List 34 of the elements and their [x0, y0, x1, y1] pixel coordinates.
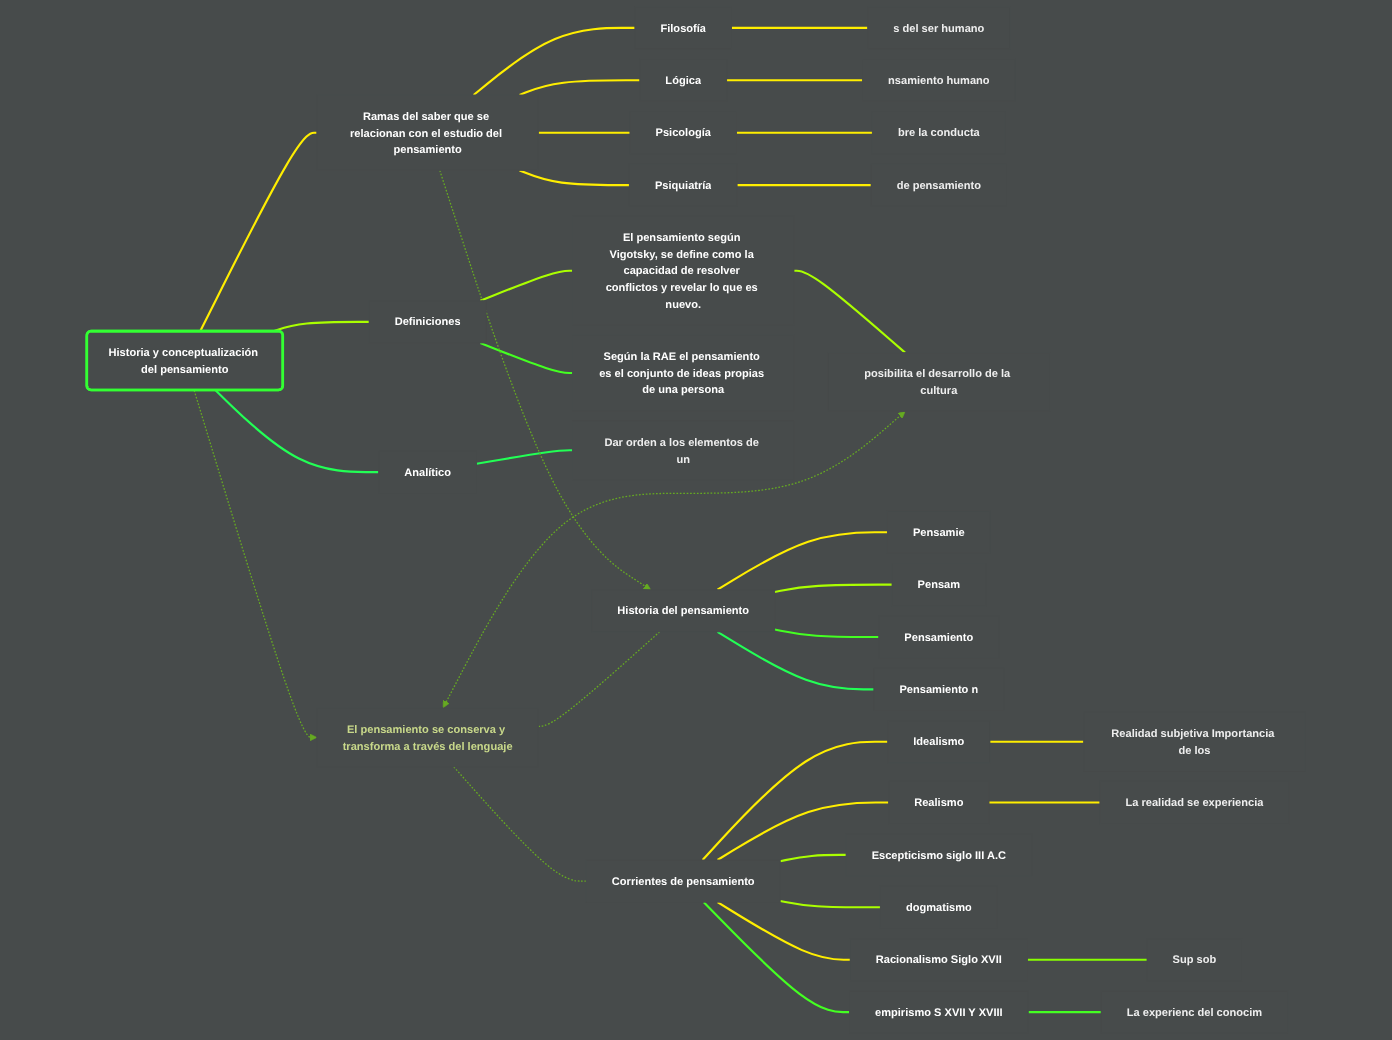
- connector: [989, 801, 1100, 804]
- connector: [1028, 1011, 1102, 1014]
- connector: [1027, 958, 1148, 961]
- connector: [716, 531, 888, 591]
- connector: [701, 740, 888, 861]
- connector: [703, 901, 850, 1014]
- connector: [774, 628, 879, 639]
- connector: [199, 131, 317, 332]
- connector: [479, 341, 573, 375]
- connector: [731, 26, 868, 29]
- connector: [716, 801, 889, 861]
- arrow: [439, 169, 651, 591]
- connector: [472, 26, 635, 96]
- connector: [779, 899, 881, 909]
- connector: [716, 901, 851, 961]
- arrow: [193, 389, 318, 742]
- connector: [519, 169, 630, 187]
- connector: [737, 184, 872, 187]
- connector: [519, 79, 640, 96]
- connector: [479, 269, 573, 302]
- arrow: [442, 411, 906, 709]
- connector: [538, 131, 630, 134]
- connector: [453, 766, 587, 882]
- connector: [989, 740, 1084, 743]
- connector: [794, 269, 906, 354]
- connector: [214, 389, 379, 474]
- connector: [476, 449, 573, 465]
- connector: [716, 630, 874, 691]
- connector: [726, 79, 863, 82]
- connector: [537, 631, 661, 728]
- connector: [779, 853, 847, 863]
- connector: [736, 131, 873, 134]
- connector: [272, 320, 370, 333]
- connector: [774, 583, 892, 594]
